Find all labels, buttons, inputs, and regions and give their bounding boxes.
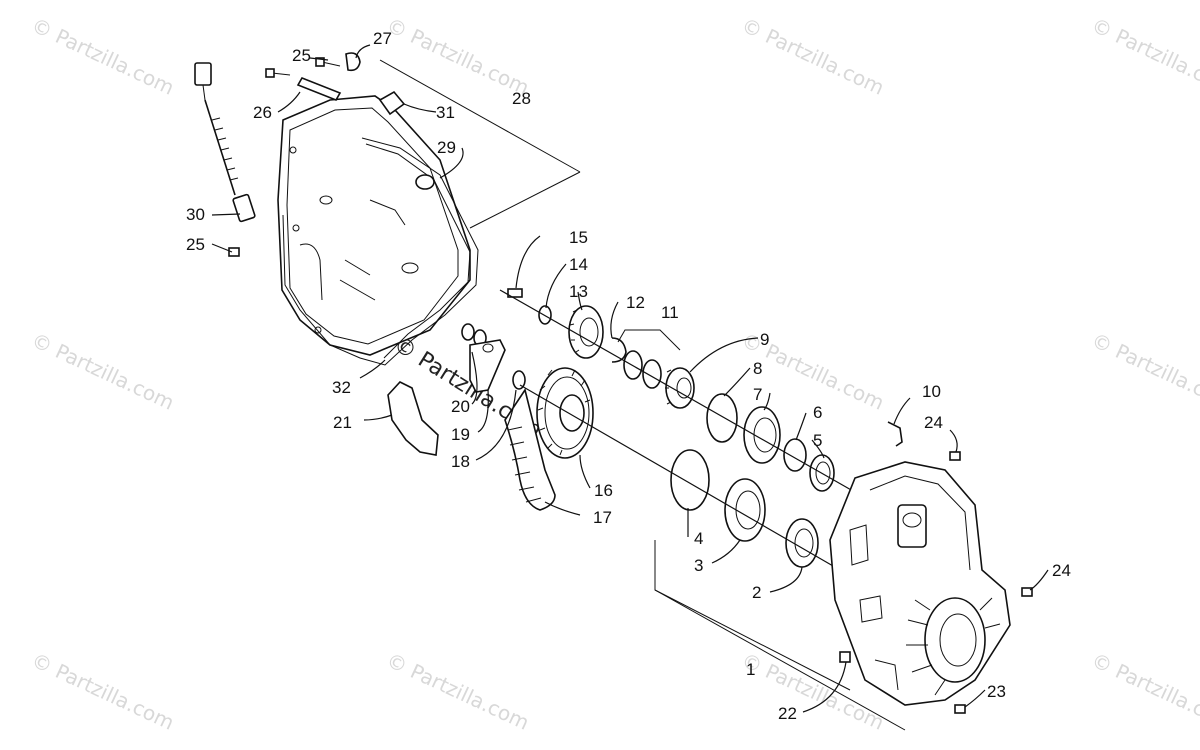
watermark: © Partzilla.com <box>738 13 888 100</box>
watermark: © Partzilla.com <box>1088 328 1200 415</box>
leader-lines <box>211 44 1049 713</box>
gasket <box>282 137 479 366</box>
callout-label: 15 <box>569 228 588 247</box>
chaincase-cover <box>277 95 471 356</box>
callout-label: 22 <box>778 704 797 723</box>
housing-hardware <box>839 421 1033 714</box>
bracket-28 <box>379 59 581 173</box>
callout-label: 28 <box>512 89 531 108</box>
callout-label: 19 <box>451 425 470 444</box>
callout-label: 12 <box>626 293 645 312</box>
callout-label: 30 <box>186 205 205 224</box>
sensor-lead <box>194 62 256 223</box>
callout-label: 11 <box>661 303 679 322</box>
watermark: © Partzilla.com <box>383 13 533 100</box>
callout-label: 24 <box>1052 561 1071 580</box>
callout-label: 17 <box>593 508 612 527</box>
callout-label: 18 <box>451 452 470 471</box>
cover-hardware <box>228 52 435 257</box>
watermark: © Partzilla.com <box>1088 13 1200 100</box>
callout-label: 21 <box>333 413 352 432</box>
callout-label: 23 <box>987 682 1006 701</box>
callout-label: 24 <box>924 413 943 432</box>
sprocket-hub <box>665 367 695 409</box>
callout-label: 1 <box>746 660 755 679</box>
driven-sprocket <box>536 367 594 459</box>
callout-labels: 1 2 3 4 5 6 7 8 9 10 11 12 13 14 15 16 1… <box>186 29 1071 723</box>
lower-shaft-bearings <box>670 449 819 568</box>
watermark: © Partzilla.com <box>28 328 178 415</box>
callout-label: 3 <box>694 556 703 575</box>
callout-label: 5 <box>813 431 822 450</box>
callout-label: 25 <box>186 235 205 254</box>
watermark-layer: © Partzilla.com © Partzilla.com © Partzi… <box>28 13 1200 735</box>
tensioner-parts <box>461 323 526 393</box>
assembly-axis-lines <box>499 289 861 571</box>
callout-label: 29 <box>437 138 456 157</box>
callout-label: 20 <box>451 397 470 416</box>
callout-label: 4 <box>694 529 703 548</box>
watermark: © Partzilla.com <box>28 13 178 100</box>
callout-label: 10 <box>922 382 941 401</box>
callout-label: 14 <box>569 255 588 274</box>
watermark: © Partzilla.com <box>383 648 533 735</box>
callout-label: 25 <box>292 46 311 65</box>
bracket-1 <box>654 589 851 691</box>
callout-label: 7 <box>753 385 762 404</box>
gasket <box>365 143 471 359</box>
callout-label: 26 <box>253 103 272 122</box>
callout-label: 6 <box>813 403 822 422</box>
callout-label: 13 <box>569 282 588 301</box>
bracket-28 <box>469 171 581 229</box>
drive-gear <box>507 288 627 363</box>
chaincase-housing <box>829 461 1011 706</box>
chain-guide <box>387 381 439 456</box>
callout-label: 27 <box>373 29 392 48</box>
callout-label: 9 <box>760 330 769 349</box>
callout-label: 8 <box>753 359 762 378</box>
watermark: © Partzilla.com <box>28 648 178 735</box>
callout-label: 32 <box>332 378 351 397</box>
callout-label: 16 <box>594 481 613 500</box>
drive-chain <box>504 388 556 511</box>
bracket-11 <box>617 329 681 351</box>
callout-label: 31 <box>436 103 455 122</box>
watermark: © Partzilla.com <box>1088 648 1200 735</box>
spacer-rings <box>623 350 662 389</box>
callout-label: 2 <box>752 583 761 602</box>
